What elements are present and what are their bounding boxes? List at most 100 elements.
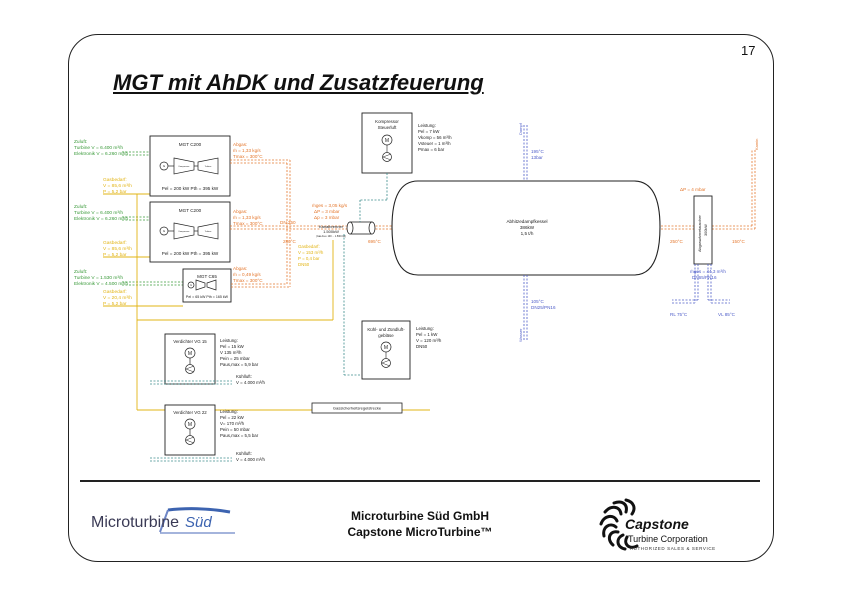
svg-text:V = 120 m³/h: V = 120 m³/h [416, 338, 442, 343]
kompressor-leistung: Leistung: [418, 123, 436, 128]
svg-text:Turbine: Turbine [205, 166, 213, 168]
kompressor-name: Kompressor [375, 119, 399, 124]
rl-label: RL 75°C [670, 312, 688, 317]
kuehl-leistung: Leistung: [416, 326, 434, 331]
dn250-label: DN 250 [280, 220, 296, 225]
vl-label: VL 85°C [718, 312, 736, 317]
abhitzedampfkessel [391, 180, 661, 276]
gasbrenner-label: Gasbedarf: [298, 244, 320, 249]
svg-text:V= 170 m³/h: V= 170 m³/h [220, 421, 245, 426]
vg15-leistung: Leistung: [220, 338, 238, 343]
abgas2-m: ṁ = 1,33 kg/s [233, 215, 261, 220]
gas2-p: P = 5,2 bar [103, 252, 127, 258]
gassicherheitsregelstrecke [311, 402, 403, 414]
svg-text:Pel = 1 kW: Pel = 1 kW [416, 332, 438, 337]
kanal-power: 1.500kW [323, 229, 339, 234]
tauscher-dn: DN65/PN16 [692, 275, 717, 280]
kompressor-sub: Steuerluft [378, 125, 398, 130]
mgt3-name: MGT C65 [197, 274, 217, 279]
zuluft2-label: Zuluft: [74, 204, 87, 210]
abgas1-label: Abgas: [233, 142, 247, 147]
zuluft1-label: Zuluft: [74, 139, 87, 145]
svg-text:Paus,max = 5,5 bar: Paus,max = 5,5 bar [220, 433, 259, 438]
wasser-temp: 105°C [531, 299, 545, 304]
company-line1: Microturbine Süd GmbH [351, 509, 489, 523]
svg-text:G: G [163, 164, 166, 168]
gas1-v: V = 85,6 m³/h [103, 183, 132, 189]
abgaswaermetauscher [693, 195, 713, 265]
abgas1-m: ṁ = 1,33 kg/s [233, 148, 261, 153]
kessel-power: 386kW [520, 225, 535, 230]
abgas2-label: Abgas: [233, 209, 247, 214]
gas3-label: Gasbedarf: [103, 289, 127, 295]
mix-dp2: Δp = 3 mbar [314, 215, 340, 220]
svg-text:V = 4.000 m³/h: V = 4.000 m³/h [236, 457, 265, 462]
zuluft3-turbine: Turbine V = 1.530 m³/h [74, 275, 123, 281]
vg22-leistung: Leistung: [220, 409, 238, 414]
svg-text:Pel = 7 kW: Pel = 7 kW [418, 129, 440, 134]
mix-m: ṁges = 3,05 kg/s [312, 203, 348, 208]
microturbine-sued-logo: Microturbine Süd [90, 506, 240, 543]
dampf-temp: 195°C [531, 149, 545, 154]
capstone-sub: AUTHORIZED SALES & SERVICE [630, 546, 716, 551]
gasbrenner-dn: DN50 [298, 262, 310, 267]
svg-text:M: M [188, 422, 192, 428]
svg-text:Pein = 50 mbar: Pein = 50 mbar [220, 427, 250, 432]
gas2-label: Gasbedarf: [103, 240, 127, 246]
vg22-pump-icon [185, 435, 195, 445]
mgt1-perf: Pel = 200 kW Pth = 395 kW [162, 186, 219, 191]
vg22-name: Verdichter VG 22 [173, 410, 207, 415]
capstone-corp: Turbine Corporation [628, 534, 708, 544]
turbine3-icon [206, 279, 217, 291]
abgas3-m: ṁ = 0,49 kg/s [233, 272, 261, 277]
svg-text:M: M [384, 345, 388, 351]
dampf-press: 13bar [531, 155, 543, 160]
slide-title: MGT mit AhDK und Zusatzfeuerung [113, 70, 484, 95]
gas1-label: Gasbedarf: [103, 177, 127, 183]
dampf-label: Dampf [518, 122, 523, 135]
zuluft1-turbine: Turbine V = 6.400 m³/h [74, 145, 123, 151]
footer-divider [80, 480, 760, 482]
svg-text:Gassicherheitsregelstrecke: Gassicherheitsregelstrecke [333, 406, 382, 411]
compressor1-icon [173, 157, 195, 175]
mgt1-name: MGT C200 [179, 142, 202, 147]
abgas2-t: Tmax = 300°C [233, 221, 263, 226]
kanalbrenner [346, 221, 376, 235]
kamin-label: Kamin [754, 139, 759, 150]
page-number: 17 [741, 43, 756, 58]
temp150-label: 150°C [732, 239, 746, 244]
svg-text:V = 4.000 m³/h: V = 4.000 m³/h [236, 380, 265, 385]
kuehl-sub: gebläse [378, 333, 394, 338]
mgt3-perf: Pel = 65 kW Pth = 165 kW [186, 295, 229, 299]
tauscher-flow: ṁges = 44,3 m³/h [690, 269, 726, 274]
kessel-steam: 1,5 t/h [521, 231, 534, 236]
mgt2-perf: Pel = 200 kW Pth = 395 kW [162, 251, 219, 256]
gasbrenner-v: V = 153 m³/h [298, 250, 324, 255]
svg-text:Turbine: Turbine [205, 231, 213, 233]
svg-text:Paus,max = 5,9 bar: Paus,max = 5,9 bar [220, 362, 259, 367]
company-line2: Capstone MicroTurbine™ [347, 525, 493, 539]
svg-text:Vsteuer = 1 m³/h: Vsteuer = 1 m³/h [418, 141, 451, 146]
svg-text:M: M [385, 138, 389, 144]
svg-text:V 135 m³/h: V 135 m³/h [220, 350, 242, 355]
logo-word-sued: Süd [185, 514, 212, 531]
tauscher-name: Abgaswärmetauscher [698, 215, 702, 252]
svg-text:Pmax = 6 bar: Pmax = 6 bar [418, 147, 445, 152]
kuehlluft1-label: Kühlluft: [236, 374, 252, 379]
gasbrenner-p: P = 0,4 bar [298, 256, 320, 261]
mgt2-name: MGT C200 [179, 208, 202, 213]
svg-text:Pein = 25 mbar: Pein = 25 mbar [220, 356, 250, 361]
kessel-name: Abhitzedampfkessel [506, 219, 547, 224]
temp250-label: 250°C [670, 239, 684, 244]
tauscher-power: 300kW [704, 224, 708, 236]
compressor2-icon [173, 222, 195, 240]
capstone-name: Capstone [625, 516, 689, 532]
vg15-pump-icon [185, 364, 195, 374]
abgas1-t: Tmax = 300°C [233, 154, 263, 159]
slide-frame [68, 34, 774, 562]
svg-text:Vkomp = 56 m³/h: Vkomp = 56 m³/h [418, 135, 452, 140]
zuluft3-label: Zuluft: [74, 269, 87, 275]
logo-word-microturbine: Microturbine [91, 514, 180, 531]
temp280-label: 280°C [283, 239, 297, 244]
